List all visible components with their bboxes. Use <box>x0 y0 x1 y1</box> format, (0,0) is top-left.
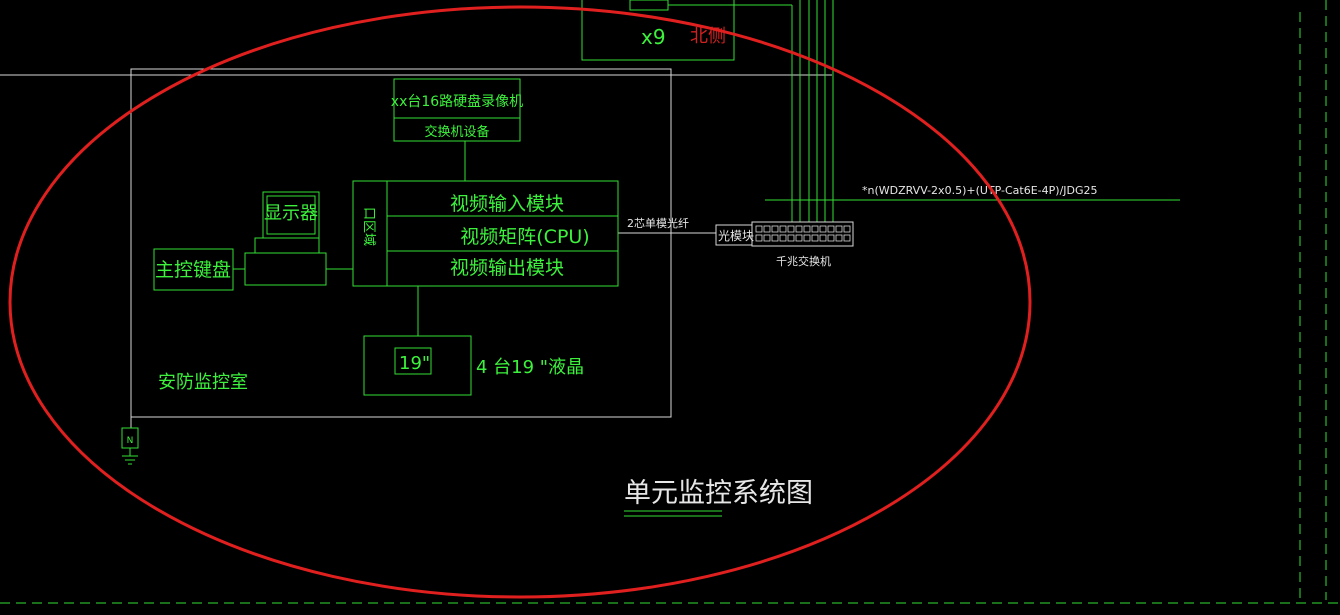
switch-port <box>803 234 811 242</box>
switch-port <box>835 225 843 233</box>
nvr-title: xx台16路硬盘录像机 <box>391 93 523 110</box>
lcd-screen-label: 19" <box>399 353 430 374</box>
matrix-row-output: 视频输出模块 <box>450 257 564 279</box>
north-box <box>581 0 735 61</box>
switch-port <box>811 225 819 233</box>
video-matrix-box <box>352 180 619 287</box>
switch-label: 千兆交换机 <box>776 254 831 268</box>
switch-port <box>787 234 795 242</box>
switch-port <box>771 234 779 242</box>
lcd-screen <box>394 347 432 375</box>
switch-port <box>827 225 835 233</box>
switch-port <box>779 225 787 233</box>
switch-port <box>787 225 795 233</box>
diagram-title: 单元监控系统图 <box>624 478 813 509</box>
monitoring-room-frame <box>130 68 672 418</box>
switch-port <box>803 225 811 233</box>
matrix-row-cpu: 视频矩阵(CPU) <box>460 226 589 248</box>
fiber-label: 2芯单模光纤 <box>627 216 689 230</box>
monitor-stand-left <box>254 237 263 253</box>
switch-port <box>755 225 763 233</box>
nvr-box <box>393 78 521 142</box>
switch-port <box>843 234 851 242</box>
room-label: 安防监控室 <box>158 372 248 393</box>
optical-module <box>715 224 753 246</box>
switch-port <box>835 234 843 242</box>
monitor-screen <box>266 195 316 235</box>
switch-port <box>811 234 819 242</box>
matrix-side-label: 口区域 <box>361 207 376 246</box>
keyboard-label: 主控键盘 <box>155 259 231 281</box>
switch-port <box>771 225 779 233</box>
ground-box-label: N <box>127 436 134 446</box>
monitor-label: 显示器 <box>264 203 318 224</box>
switch-port <box>819 225 827 233</box>
switch-port <box>819 234 827 242</box>
north-count: x9 <box>641 25 666 49</box>
switch-port <box>755 234 763 242</box>
switch-port <box>795 234 803 242</box>
switch-port <box>779 234 787 242</box>
switch-port <box>763 234 771 242</box>
switch-port <box>827 234 835 242</box>
switch-ports <box>755 225 851 242</box>
switch-port <box>843 225 851 233</box>
annotation-ellipse <box>8 5 1032 599</box>
cable-spec-text: *n(WDZRVV-2x0.5)+(UTP-Cat6E-4P)/JDG25 <box>862 184 1098 197</box>
lcd-label: 4 台19 "液晶 <box>476 357 584 378</box>
monitor-frame <box>262 191 320 239</box>
matrix-row-input: 视频输入模块 <box>450 193 564 215</box>
optical-module-label: 光模块 <box>718 229 754 243</box>
north-device-symbol <box>629 0 669 11</box>
lcd-box <box>363 335 472 396</box>
switch-port <box>763 225 771 233</box>
switch-port <box>795 225 803 233</box>
workstation-base <box>244 252 327 286</box>
nvr-subtitle: 交换机设备 <box>424 124 489 140</box>
